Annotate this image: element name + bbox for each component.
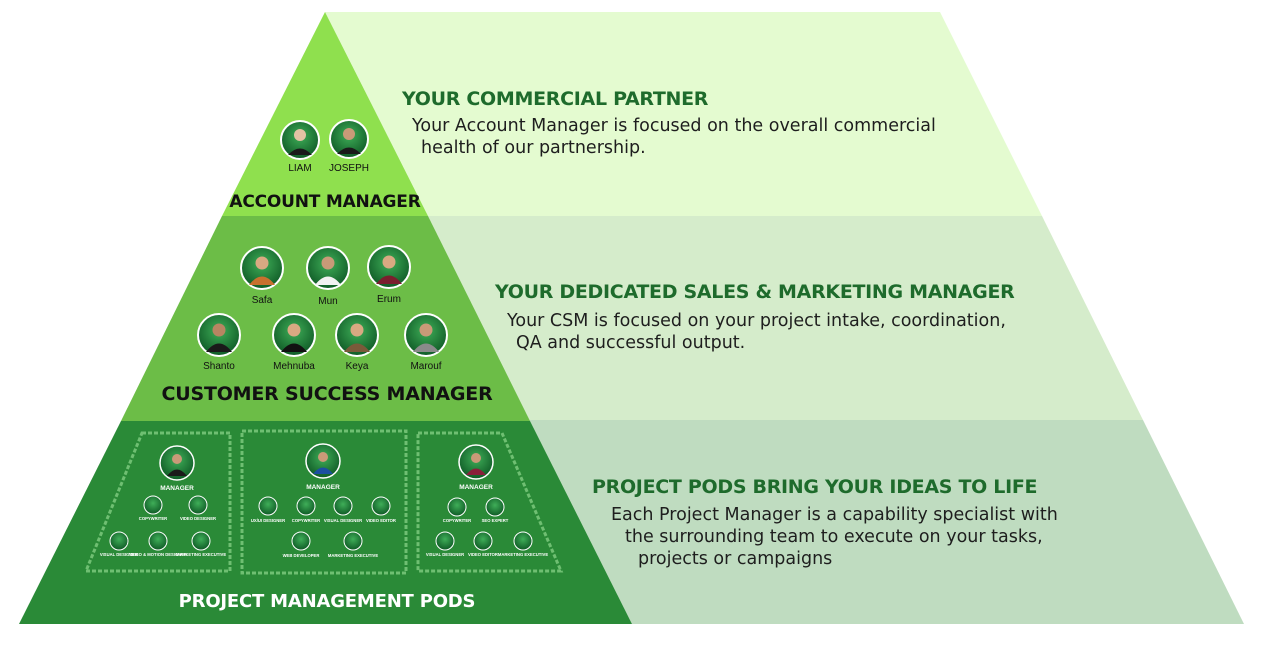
member-avatar: [473, 531, 493, 551]
person-erum: Erum: [367, 245, 411, 305]
tier3-label: PROJECT MANAGEMENT PODS: [179, 591, 476, 612]
member-role: MARKETING EXECUTIVE: [328, 553, 378, 558]
member-avatar: [333, 496, 353, 516]
tier1-people: LIAM JOSEPH: [280, 119, 369, 174]
member-role: VISUAL DESIGNER: [426, 552, 464, 557]
person-name: Mehnuba: [273, 361, 315, 372]
person-marouf: Marouf: [404, 313, 448, 372]
tier1-description-line2: health of our partnership.: [421, 138, 646, 158]
member-avatar: [258, 496, 278, 516]
member-role: VIDEO EDITOR: [468, 552, 498, 557]
member-role: UX/UI DESIGNER: [251, 518, 285, 523]
tier2-panel: [428, 216, 1143, 420]
person-name: Marouf: [410, 361, 441, 372]
member-avatar: [291, 531, 311, 551]
member-avatar: [188, 495, 208, 515]
person-joseph: JOSEPH: [329, 119, 369, 174]
person-name: Keya: [346, 361, 369, 372]
member-avatar: [296, 496, 316, 516]
pod-manager-label: MANAGER: [459, 484, 493, 491]
member-role: VISUAL DESIGNER: [100, 552, 138, 557]
member-avatar: [435, 531, 455, 551]
tier1-label: ACCOUNT MANAGER: [229, 192, 420, 212]
member-role: COPYWRITER: [139, 516, 167, 521]
pod-1: MANAGER COPYWRITER VIDEO DESIGNER VISUAL…: [83, 431, 232, 573]
member-avatar: [485, 497, 505, 517]
member-role: VIDEO & MOTION DESIGNER: [129, 552, 187, 557]
tier2-label: CUSTOMER SUCCESS MANAGER: [161, 383, 493, 405]
member-role: VISUAL DESIGNER: [324, 518, 362, 523]
person-name: Shanto: [203, 361, 235, 372]
person-name: Safa: [252, 295, 273, 306]
tier1-heading: YOUR COMMERCIAL PARTNER: [401, 88, 709, 110]
member-role: VIDEO EDITOR: [366, 518, 396, 523]
person-keya: Keya: [335, 313, 379, 372]
member-role: VIDEO DESIGNER: [180, 516, 216, 521]
pod-manager-label: MANAGER: [160, 485, 194, 492]
person-name: JOSEPH: [329, 163, 369, 174]
tier2-description-line2: QA and successful output.: [516, 333, 745, 353]
tier1-pyramid: [222, 12, 428, 216]
person-safa: Safa: [240, 246, 284, 306]
pod-frame: [83, 431, 232, 573]
member-role: MARKETING EXECUTIVE: [498, 552, 548, 557]
member-role: MARKETING EXECUTIVE: [176, 552, 226, 557]
member-role: WEB DEVELOPER: [283, 553, 320, 558]
member-role: COPYWRITER: [292, 518, 320, 523]
member-role: SEO EXPERT: [482, 518, 509, 523]
member-avatar: [513, 531, 533, 551]
tier2-heading: YOUR DEDICATED SALES & MARKETING MANAGER: [494, 281, 1015, 303]
tier3-description-line1: Each Project Manager is a capability spe…: [611, 505, 1058, 525]
member-avatar: [148, 531, 168, 551]
member-avatar: [371, 496, 391, 516]
member-avatar: [143, 495, 163, 515]
member-avatar: [343, 531, 363, 551]
tier3-description-line2: the surrounding team to execute on your …: [625, 527, 1043, 547]
person-mun: Mun: [306, 246, 350, 307]
tier2-description-line1: Your CSM is focused on your project inta…: [506, 311, 1006, 331]
pod-frame: [416, 431, 564, 573]
tier2-pyramid: [121, 216, 530, 421]
member-avatar: [447, 497, 467, 517]
pod-frame: [240, 429, 408, 575]
person-mehnuba: Mehnuba: [272, 313, 316, 372]
person-liam: LIAM: [280, 120, 320, 174]
tier3-heading: PROJECT PODS BRING YOUR IDEAS TO LIFE: [592, 476, 1037, 498]
pod-3: MANAGER COPYWRITER SEO EXPERT VISUAL DES…: [416, 431, 564, 573]
member-avatar: [109, 531, 129, 551]
tier1-description-line1: Your Account Manager is focused on the o…: [411, 116, 936, 136]
tier2-people-row2: Shanto Mehnuba Keya Marouf: [197, 313, 448, 372]
tier1-panel: [325, 12, 1042, 216]
member-role: COPYWRITER: [443, 518, 471, 523]
tier2-people-row1: Safa Mun Erum: [240, 245, 411, 307]
person-name: Erum: [377, 294, 401, 305]
pod-2: MANAGER UX/UI DESIGNER COPYWRITER VISUAL…: [240, 429, 408, 575]
tier3-panel: [529, 420, 1244, 624]
pod-manager-label: MANAGER: [306, 484, 340, 491]
person-shanto: Shanto: [197, 313, 241, 372]
person-name: LIAM: [288, 163, 311, 174]
person-name: Mun: [318, 296, 337, 307]
member-avatar: [191, 531, 211, 551]
tier3-description-line3: projects or campaigns: [638, 549, 832, 569]
